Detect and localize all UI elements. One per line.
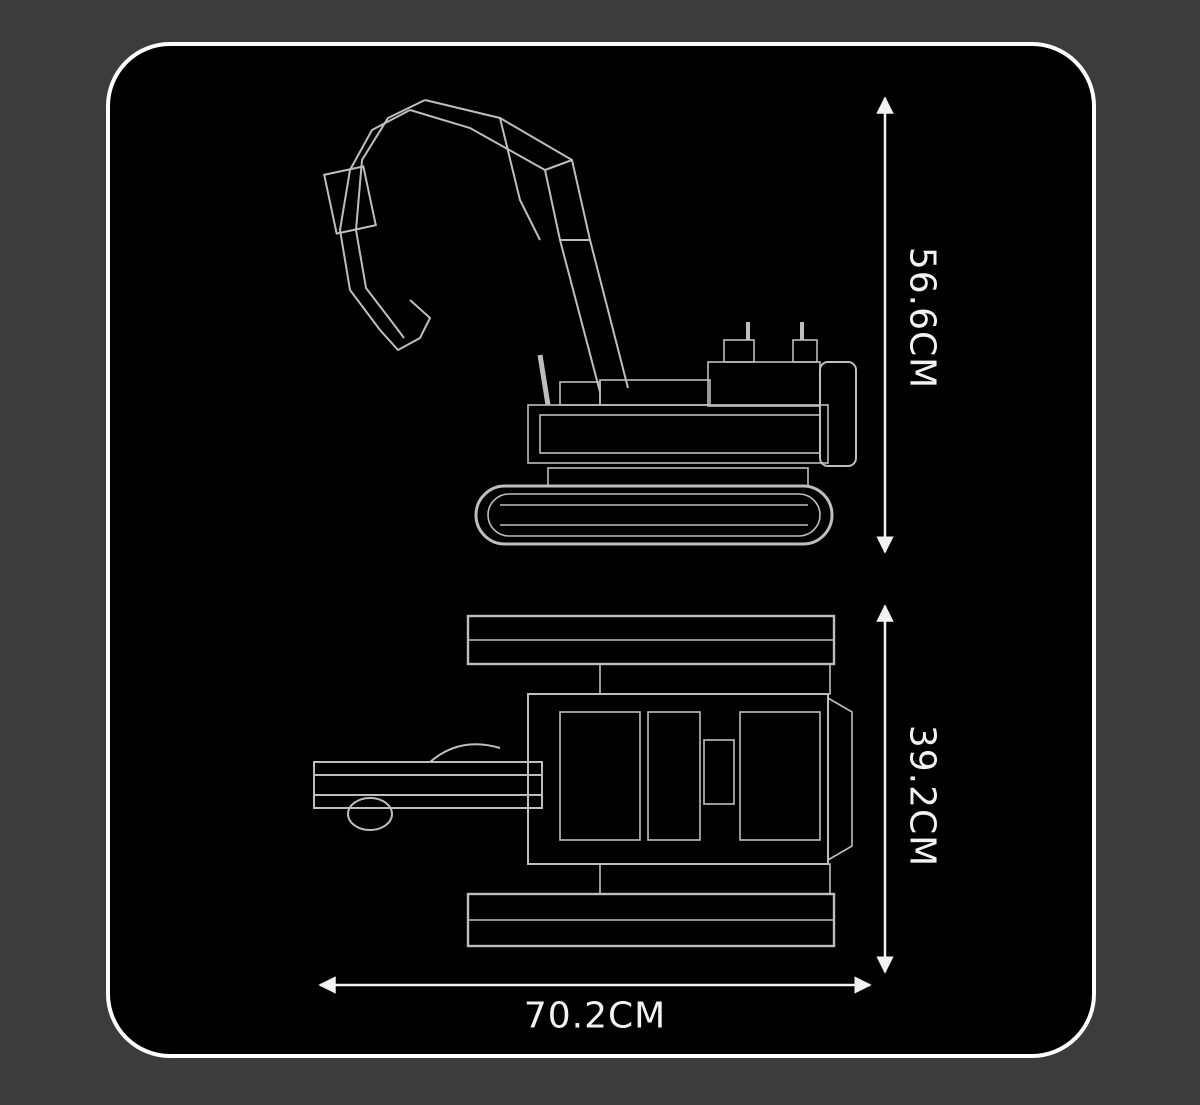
top-upper-body (527, 663, 853, 895)
top-track-upper (466, 614, 836, 666)
side-upper-body (527, 322, 857, 487)
length-dimension-label: 70.2CM (523, 995, 667, 1037)
dimension-arrows (318, 96, 894, 994)
top-boom (313, 743, 543, 831)
side-boom-arm (323, 99, 629, 406)
top-view-excavator (313, 614, 853, 948)
dimension-panel (106, 42, 1096, 1058)
side-track (474, 484, 834, 546)
height-dimension-label: 56.6CM (901, 246, 943, 390)
top-track-lower (466, 892, 836, 948)
side-view-excavator (323, 99, 857, 546)
width-dimension-label: 39.2CM (901, 724, 943, 868)
